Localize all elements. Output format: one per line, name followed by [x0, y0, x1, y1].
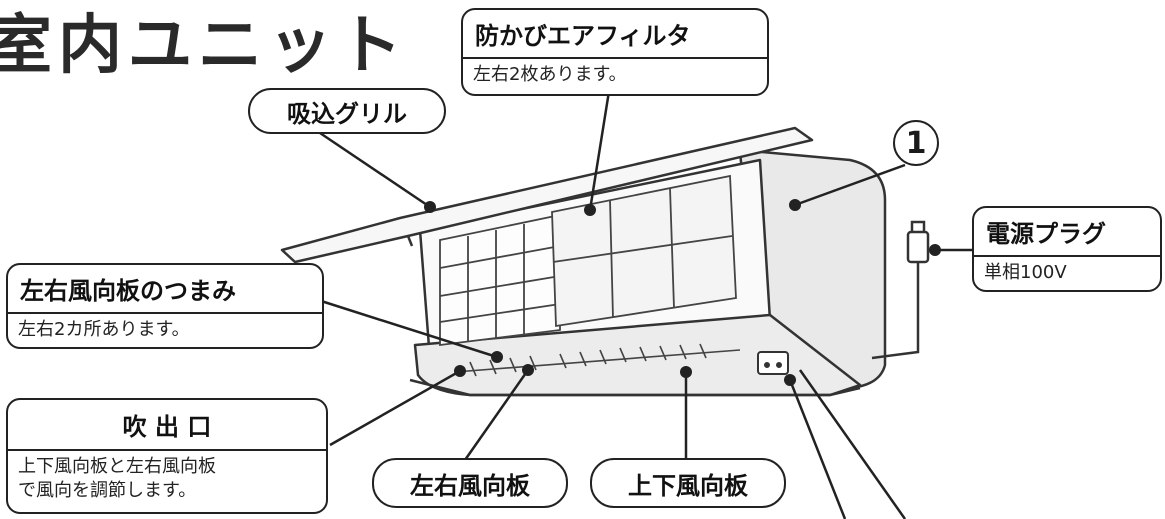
page-title: 室内ユニット [0, 9, 408, 83]
label-suction-grill-text: 吸込グリル [287, 99, 407, 128]
marker-1: 1 [893, 120, 939, 166]
label-lr-louver-knob-name: 左右風向板のつまみ [20, 277, 236, 305]
label-air-filter: 防かびエアフィルタ 左右2枚あります。 [461, 8, 769, 96]
right-filter [551, 174, 737, 328]
label-outlet-note-line2: で風向を調節します。 [18, 480, 197, 502]
label-power-plug-note: 単相100V [974, 255, 1160, 289]
lr-louver-slats [454, 343, 741, 377]
label-lr-louver-text: 左右風向板 [410, 471, 530, 500]
indicator-panel [757, 351, 789, 375]
label-lr-louver-knob-note: 左右2カ所あります。 [8, 312, 322, 346]
leader-dots [424, 199, 941, 386]
label-suction-grill: 吸込グリル [248, 88, 446, 134]
label-outlet-name: 吹 出 口 [122, 413, 212, 441]
label-outlet-note: 上下風向板と左右風向板 で風向を調節します。 [8, 449, 326, 508]
label-lr-louver: 左右風向板 [372, 458, 568, 508]
label-ud-louver-text: 上下風向板 [628, 471, 748, 500]
leader-lines [317, 84, 972, 519]
label-air-filter-name: 防かびエアフィルタ [475, 22, 691, 50]
label-outlet-note-line1: 上下風向板と左右風向板 [18, 456, 216, 477]
label-air-filter-note: 左右2枚あります。 [463, 57, 767, 91]
power-cord [871, 220, 930, 360]
label-power-plug-name: 電源プラグ [986, 220, 1106, 248]
suction-grill-panel [280, 126, 814, 264]
label-outlet: 吹 出 口 上下風向板と左右風向板 で風向を調節します。 [6, 398, 328, 514]
label-power-plug: 電源プラグ 単相100V [972, 206, 1162, 292]
label-ud-louver: 上下風向板 [590, 458, 786, 508]
left-filter [439, 213, 561, 347]
label-lr-louver-knob: 左右風向板のつまみ 左右2カ所あります。 [6, 263, 324, 349]
